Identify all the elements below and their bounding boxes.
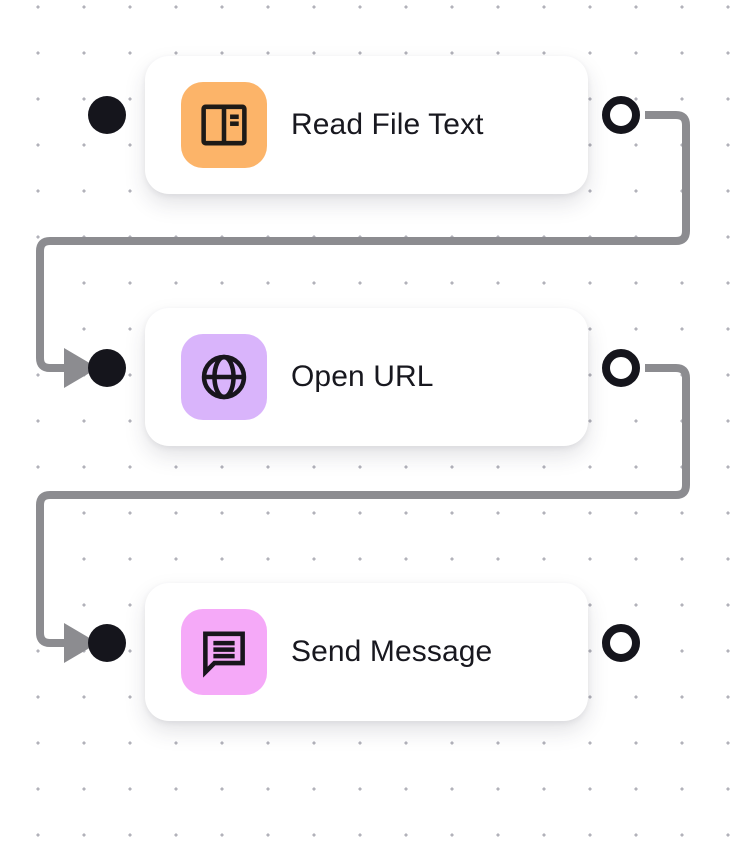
message-bubble-icon-tile [181, 609, 267, 695]
globe-icon-tile [181, 334, 267, 420]
node-send-message[interactable]: Send Message [145, 583, 588, 721]
globe-icon [201, 354, 247, 400]
output-port-read-file-text[interactable] [602, 96, 640, 134]
node-label: Open URL [291, 360, 434, 393]
message-bubble-icon [203, 631, 245, 678]
read-file-text-icon-tile [181, 82, 267, 168]
output-port-open-url[interactable] [602, 349, 640, 387]
input-port-read-file-text[interactable] [88, 96, 126, 134]
node-open-url[interactable]: Open URL [145, 308, 588, 446]
input-port-open-url[interactable] [88, 349, 126, 387]
read-file-text-icon [201, 104, 247, 146]
node-label: Read File Text [291, 108, 484, 141]
output-port-send-message[interactable] [602, 624, 640, 662]
node-read-file-text[interactable]: Read File Text [145, 56, 588, 194]
node-label: Send Message [291, 635, 493, 668]
input-port-send-message[interactable] [88, 624, 126, 662]
